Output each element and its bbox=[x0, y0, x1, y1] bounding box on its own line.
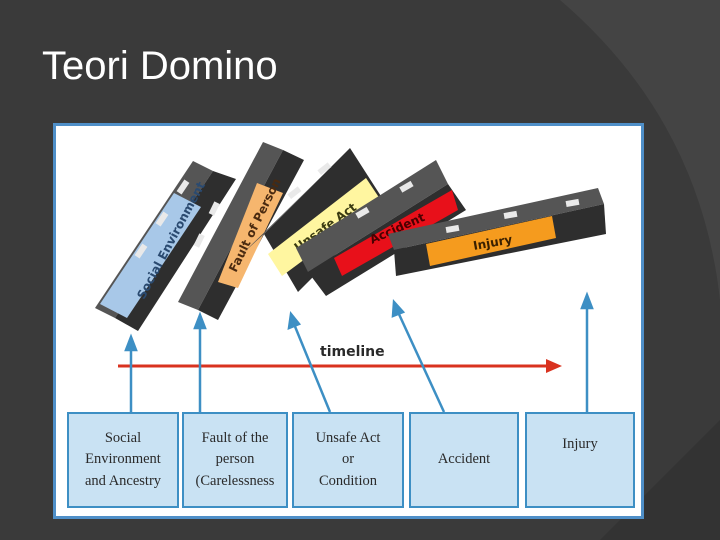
box-unsafe-act: Unsafe Act or Condition bbox=[292, 412, 404, 508]
box-injury-text: Injury bbox=[562, 436, 598, 452]
arrow-social-environment bbox=[124, 333, 138, 412]
arrow-unsafe-act bbox=[287, 310, 332, 413]
arrow-fault-of-person bbox=[193, 311, 207, 412]
box-fault-of-person-text: Fault of the person (Carelessness bbox=[195, 430, 275, 489]
box-injury: Injury bbox=[525, 412, 635, 508]
box-fault-of-person: Fault of the person (Carelessness bbox=[182, 412, 288, 508]
domino-injury: Injury bbox=[388, 188, 606, 276]
box-unsafe-act-text: Unsafe Act or Condition bbox=[315, 430, 381, 489]
box-social-environment: Social Environment and Ancestry bbox=[67, 412, 179, 508]
timeline-arrow bbox=[118, 359, 562, 373]
arrow-injury bbox=[580, 291, 594, 412]
box-accident: Accident bbox=[409, 412, 519, 508]
domino-illustration: Social Environment Fault of Person Unsaf… bbox=[95, 142, 606, 413]
domino-injury-label: Injury bbox=[472, 232, 513, 253]
slide-title: Teori Domino bbox=[42, 44, 278, 88]
arrow-accident bbox=[391, 298, 446, 413]
box-accident-text: Accident bbox=[437, 451, 491, 468]
box-social-environment-text: Social Environment and Ancestry bbox=[84, 430, 162, 489]
domino-diagram: Social Environment Fault of Person Unsaf… bbox=[53, 123, 644, 519]
timeline-label: timeline bbox=[320, 344, 385, 360]
